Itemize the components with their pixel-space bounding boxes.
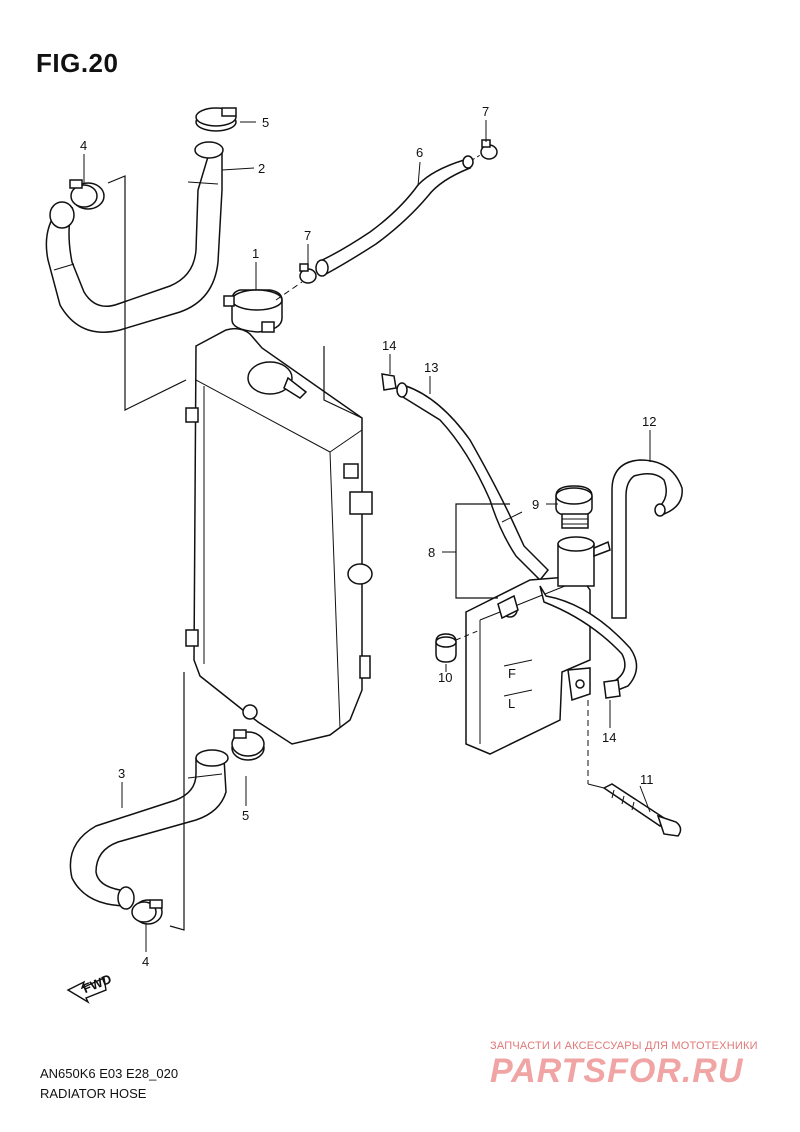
- callout-6: 6: [416, 145, 423, 160]
- hose-clip-lower[interactable]: [299, 263, 317, 284]
- callout-14-right: 14: [602, 730, 616, 745]
- reservoir-breather-hose[interactable]: [611, 459, 683, 619]
- radiator-core[interactable]: [185, 327, 373, 745]
- reservoir-set-bracket: [455, 503, 510, 599]
- radiator-filler-neck: [247, 361, 308, 399]
- callout-4-top: 4: [80, 138, 87, 153]
- reservoir-neck: [557, 536, 611, 587]
- hose-clip-upper[interactable]: [480, 139, 498, 160]
- reservoir-inlet-hose[interactable]: [396, 382, 550, 582]
- upper-radiator-hose[interactable]: [45, 141, 224, 333]
- hose-clamp-left-upper[interactable]: [69, 179, 105, 210]
- callout-5-lower: 5: [242, 808, 249, 823]
- reservoir-overflow-hose[interactable]: [539, 585, 638, 692]
- callout-10: 10: [438, 670, 452, 685]
- callout-13: 13: [424, 360, 438, 375]
- leader-lines: [83, 120, 651, 952]
- callout-3: 3: [118, 766, 125, 781]
- hose-clip-14-top[interactable]: [381, 373, 397, 391]
- hose-clamp-lower[interactable]: [231, 729, 265, 761]
- low-mark: L: [508, 696, 515, 711]
- callout-2: 2: [258, 161, 265, 176]
- full-mark: F: [508, 666, 516, 681]
- callout-9: 9: [532, 497, 539, 512]
- lower-hose-bracket: [169, 672, 185, 931]
- overflow-hose-upper[interactable]: [315, 155, 474, 277]
- watermark-logo: PARTSFOR.RU: [490, 1052, 744, 1090]
- fwd-arrow-icon: FWD: [66, 971, 114, 1004]
- callout-5-top: 5: [262, 115, 269, 130]
- callout-12: 12: [642, 414, 656, 429]
- reservoir-cushion[interactable]: [435, 633, 457, 663]
- callout-8: 8: [428, 545, 435, 560]
- radiator-cap[interactable]: [223, 289, 283, 333]
- model-code: AN650K6 E03 E28_020: [40, 1066, 179, 1081]
- callout-7-top: 7: [482, 104, 489, 119]
- figure-title: FIG.20: [36, 48, 119, 78]
- upper-hose-bracket: [107, 175, 187, 411]
- callout-11: 11: [640, 772, 654, 787]
- callout-7-lower: 7: [304, 228, 311, 243]
- radiator-bracket: [323, 346, 363, 419]
- callout-14-top: 14: [382, 338, 396, 353]
- hose-clamp-top[interactable]: [195, 107, 237, 132]
- watermark-text: ЗАПЧАСТИ И АКСЕССУАРЫ ДЛЯ МОТОТЕХНИКИ: [490, 1040, 758, 1052]
- figure-caption: RADIATOR HOSE: [40, 1086, 147, 1101]
- hose-clip-14-right[interactable]: [603, 679, 621, 699]
- callout-4-lower: 4: [142, 954, 149, 969]
- mounting-bolt[interactable]: [602, 783, 682, 837]
- reservoir-tank[interactable]: F L: [465, 575, 591, 755]
- lower-radiator-hose[interactable]: [69, 749, 229, 910]
- cap-to-hose-guide: [275, 281, 303, 301]
- reservoir-cap[interactable]: [555, 485, 593, 529]
- hose-clamp-left-lower[interactable]: [131, 899, 163, 925]
- callout-1: 1: [252, 246, 259, 261]
